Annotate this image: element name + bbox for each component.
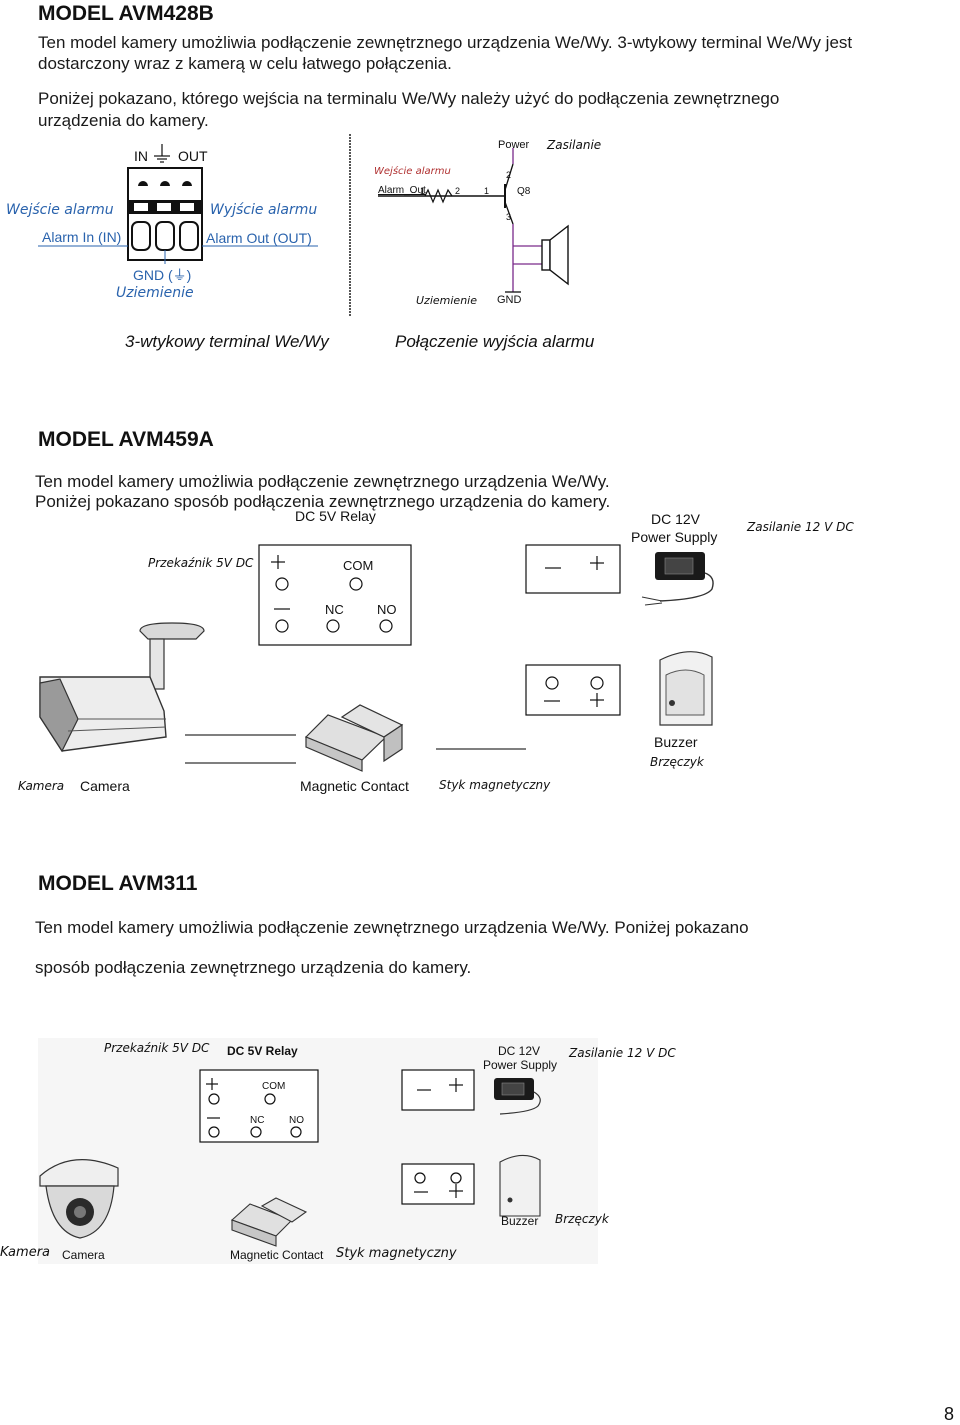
circuit-t3: 3 bbox=[506, 212, 512, 222]
avm459a-psu-line2: Power Supply bbox=[631, 529, 718, 545]
circuit-t2: 2 bbox=[506, 170, 512, 180]
avm311-diagram bbox=[38, 1038, 598, 1264]
divider-line bbox=[349, 134, 351, 316]
terminal-caption: 3-wtykowy terminal We/Wy bbox=[125, 332, 329, 351]
circuit-pin1b: 1 bbox=[484, 186, 490, 196]
avm459a-relay-pl: Przekaźnik 5V DC bbox=[148, 556, 254, 570]
page-number: 8 bbox=[944, 1404, 955, 1424]
avm459a-buzzer: Buzzer bbox=[654, 734, 698, 750]
avm311-no: NO bbox=[289, 1115, 304, 1126]
avm459a-psu-line1: DC 12V bbox=[651, 511, 701, 527]
section2-line2: Poniżej pokazano sposób podłączenia zewn… bbox=[35, 492, 611, 511]
avm311-psu-pl: Zasilanie 12 V DC bbox=[569, 1046, 676, 1060]
circuit-power: Power bbox=[498, 139, 530, 151]
avm459a-com: COM bbox=[343, 558, 374, 573]
avm311-relay-pl: Przekaźnik 5V DC bbox=[104, 1041, 210, 1055]
para1-line1: Ten model kamery umożliwia podłączenie z… bbox=[38, 33, 853, 52]
section3-line1: Ten model kamery umożliwia podłączenie z… bbox=[35, 918, 749, 937]
terminal-alarm-in: Alarm In (IN) bbox=[42, 229, 122, 245]
circuit-pin2: 2 bbox=[455, 186, 461, 196]
para2-line2: urządzenia do kamery. bbox=[38, 111, 209, 130]
section2-line1: Ten model kamery umożliwia podłączenie z… bbox=[35, 472, 610, 491]
circuit-alarm-out: Alarm_Out bbox=[378, 185, 426, 196]
avm311-buzzer-pl: Brzęczyk bbox=[555, 1212, 609, 1226]
terminal-wyjscie: Wyjście alarmu bbox=[210, 202, 318, 218]
avm311-magnetic: Magnetic Contact bbox=[230, 1248, 324, 1262]
heading-avm459a: MODEL AVM459A bbox=[38, 428, 214, 451]
avm459a-kamera: Kamera bbox=[18, 779, 65, 793]
terminal-uziemienie: Uziemienie bbox=[116, 285, 194, 301]
circuit-uziemienie: Uziemienie bbox=[416, 294, 477, 307]
section3-line2: sposób podłączenia zewnętrznego urządzen… bbox=[35, 958, 472, 977]
terminal-wejscie: Wejście alarmu bbox=[6, 202, 114, 218]
alarm-output-circuit bbox=[378, 148, 569, 293]
terminal-alarm-out: Alarm Out (OUT) bbox=[206, 230, 312, 246]
avm459a-psu-pl: Zasilanie 12 V DC bbox=[747, 520, 854, 534]
avm311-camera: Camera bbox=[62, 1248, 105, 1262]
avm311-psu-line2: Power Supply bbox=[483, 1058, 558, 1072]
circuit-q8: Q8 bbox=[517, 186, 531, 197]
circuit-wejscie: Wejście alarmu bbox=[374, 166, 451, 177]
avm459a-magnetic: Magnetic Contact bbox=[300, 778, 409, 794]
terminal-out-label: OUT bbox=[178, 148, 208, 164]
avm311-com: COM bbox=[262, 1081, 286, 1092]
para1-line2: dostarczony wraz z kamerą w celu łatwego… bbox=[38, 54, 452, 73]
avm459a-diagram bbox=[39, 544, 714, 772]
avm311-nc: NC bbox=[250, 1115, 265, 1126]
circuit-pin1: 1 bbox=[420, 186, 426, 196]
terminal-in-label: IN bbox=[134, 148, 148, 164]
magnetic-contact-image-2 bbox=[230, 1197, 308, 1247]
avm459a-no: NO bbox=[377, 602, 397, 617]
avm311-buzzer: Buzzer bbox=[501, 1214, 539, 1228]
avm311-relay-title: DC 5V Relay bbox=[227, 1044, 298, 1058]
circuit-zasilanie: Zasilanie bbox=[547, 138, 602, 152]
terminal-gnd: GND (⏚) bbox=[133, 267, 192, 283]
avm459a-camera: Camera bbox=[80, 778, 130, 794]
avm311-styk: Styk magnetyczny bbox=[336, 1246, 457, 1261]
circuit-gnd: GND bbox=[497, 294, 522, 306]
avm311-kamera: Kamera bbox=[0, 1245, 51, 1260]
avm459a-nc: NC bbox=[325, 602, 344, 617]
avm459a-relay-title: DC 5V Relay bbox=[295, 508, 376, 524]
heading-avm428b: MODEL AVM428B bbox=[38, 2, 214, 25]
magnetic-contact-image-1 bbox=[304, 704, 404, 772]
avm459a-buzzer-pl: Brzęczyk bbox=[650, 755, 704, 769]
heading-avm311: MODEL AVM311 bbox=[38, 872, 198, 895]
avm459a-styk: Styk magnetyczny bbox=[439, 778, 551, 792]
avm311-psu-line1: DC 12V bbox=[498, 1044, 541, 1058]
para2-line1: Poniżej pokazano, którego wejścia na ter… bbox=[38, 89, 780, 108]
circuit-caption: Połączenie wyjścia alarmu bbox=[395, 332, 595, 351]
terminal-diagram bbox=[38, 144, 318, 264]
